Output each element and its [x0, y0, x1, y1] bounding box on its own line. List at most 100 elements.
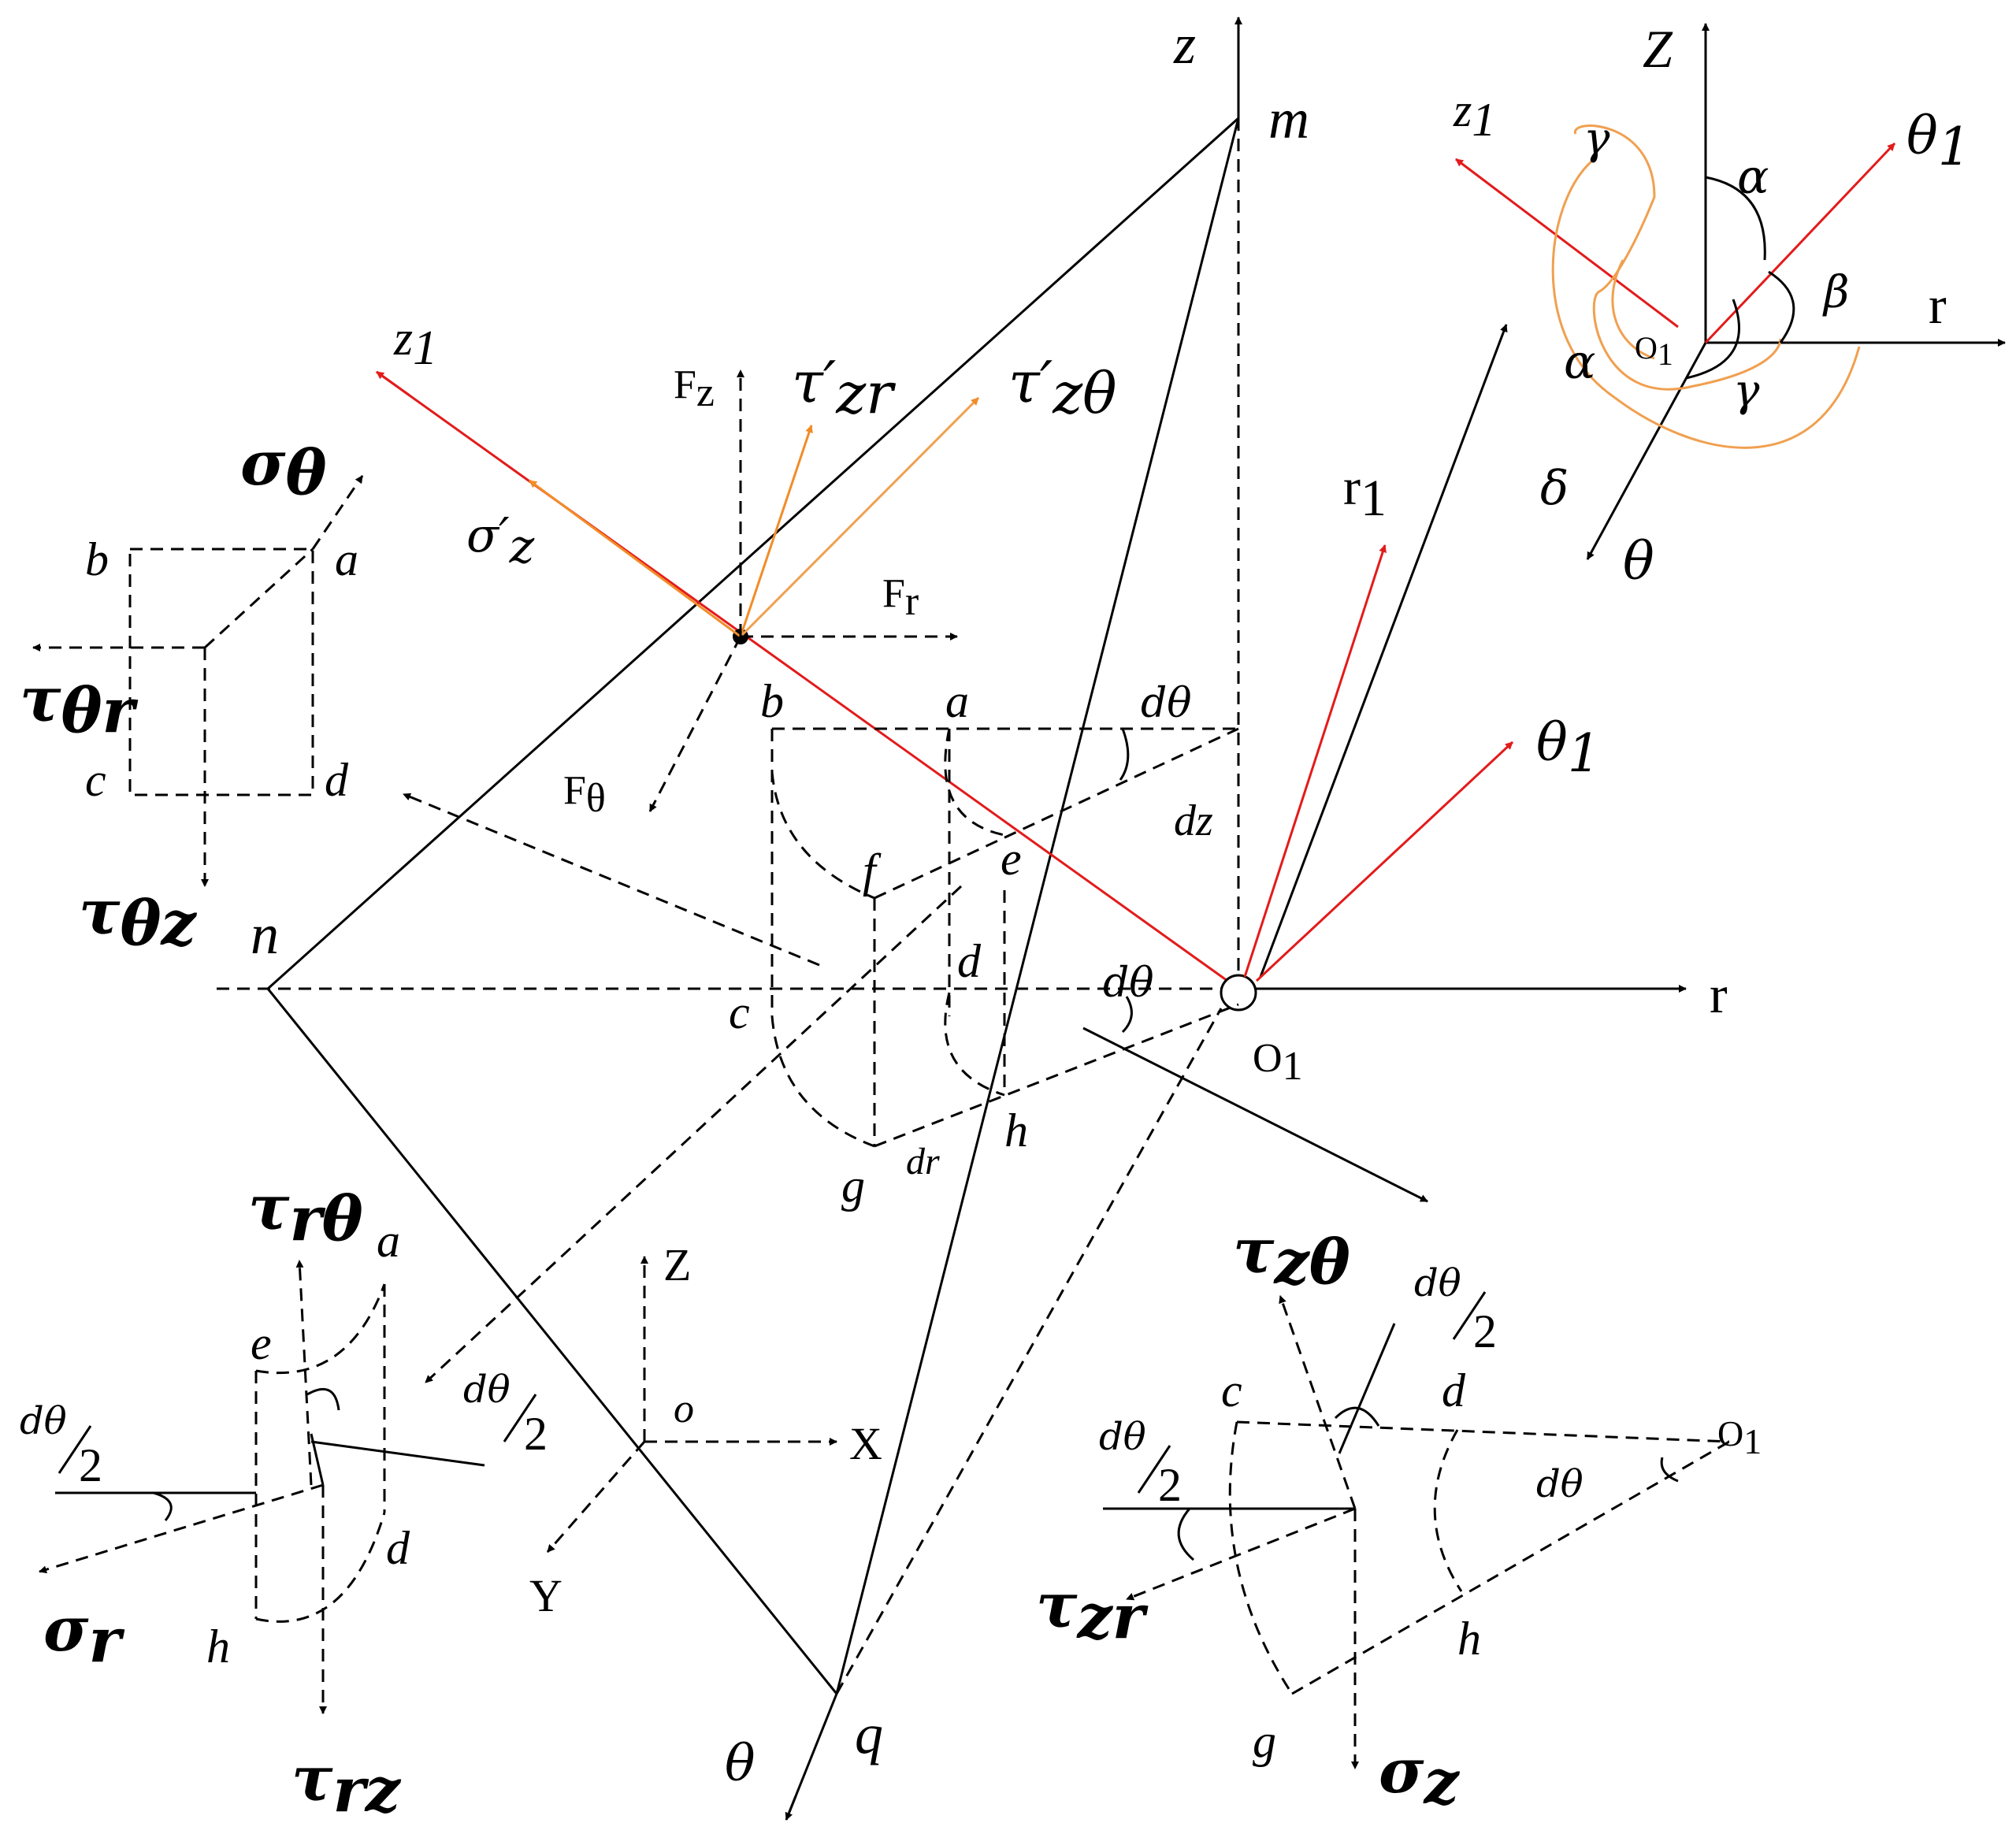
bl-dtheta-half-left: dθ 2: [20, 1399, 102, 1491]
r1-axis-red: [1243, 544, 1387, 978]
ftheta-arrow: [648, 636, 742, 812]
inset-angle-diagram: Z z1 θ1 r θ O1 α α β γ γ δ: [1453, 19, 2006, 592]
global-label-o: o: [674, 1387, 694, 1431]
bl-label-sigma-r: σr: [43, 1594, 125, 1676]
br-label-tau-z-theta: τzθ: [1233, 1216, 1350, 1298]
bottom-left-element: τrθ σr τrz a e d h dθ 2 dθ 2: [20, 1172, 548, 1826]
br-label-o1: O1: [1717, 1413, 1762, 1461]
label-dtheta-bottom: dθ: [1103, 960, 1154, 1007]
z1-axis-red: [376, 370, 1239, 990]
label-pt-b: b: [760, 675, 784, 727]
label-dr: dr: [906, 1141, 940, 1182]
bl-label-e: e: [251, 1317, 272, 1369]
label-tau-ztheta-prime: τ′zθ: [1008, 349, 1116, 426]
label-tau-zr-prime: τ′zr: [792, 349, 896, 426]
proj-arrow-upper-left: [403, 793, 820, 967]
inset-label-r: r: [1929, 275, 1947, 335]
left-label-a: a: [335, 533, 358, 585]
label-dtheta-top: dθ: [1141, 680, 1192, 727]
label-main-z: z: [1173, 13, 1196, 76]
global-axes: Z X Y o: [529, 1239, 882, 1621]
svg-text:dθ: dθ: [463, 1368, 510, 1412]
inset-label-alpha-top: α: [1737, 150, 1769, 205]
label-pt-g: g: [841, 1160, 865, 1212]
label-sigma-z-prime: σ′z: [466, 508, 535, 574]
label-pt-h: h: [1004, 1104, 1028, 1156]
proj-arrow-lower-right: [1082, 1027, 1428, 1203]
bl-label-h: h: [206, 1621, 230, 1673]
global-label-z: Z: [663, 1239, 691, 1290]
br-label-sigma-z: σz: [1379, 1736, 1461, 1818]
global-label-x: X: [849, 1418, 882, 1469]
inset-label-o1: O1: [1635, 330, 1673, 372]
inset-label-gamma-top: γ: [1583, 113, 1610, 165]
inset-label-theta1: θ1: [1906, 106, 1971, 177]
left-label-c: c: [85, 754, 106, 806]
br-label-dtheta: dθ: [1536, 1462, 1583, 1506]
z1-arrowhead: [376, 370, 410, 397]
sigma-z-prime-arrow: [529, 479, 741, 638]
label-fr: Fr: [882, 571, 919, 624]
theta1-axis-red: [1255, 741, 1514, 982]
inset-label-z1: z1: [1453, 84, 1495, 146]
label-pt-e: e: [1001, 833, 1022, 885]
left-label-sigma-theta: σθ: [240, 428, 327, 509]
svg-text:dθ: dθ: [1099, 1415, 1146, 1459]
bottom-right-element: τzθ τzr σz c d g h O1 dθ dθ 2 dθ 2: [1036, 1216, 1762, 1818]
label-dz: dz: [1174, 796, 1213, 845]
volume-element: [770, 727, 1239, 1148]
bl-label-a: a: [377, 1215, 400, 1267]
global-label-y: Y: [529, 1570, 562, 1621]
br-label-d: d: [1442, 1364, 1466, 1416]
left-label-tau-theta-r: τθr: [20, 664, 139, 747]
bl-label-tau-rz: τrz: [291, 1743, 402, 1826]
br-dtheta-half-left: dθ 2: [1099, 1415, 1182, 1511]
label-pt-a: a: [945, 675, 969, 727]
svg-text:2: 2: [79, 1439, 102, 1491]
inset-label-z: Z: [1643, 19, 1673, 79]
svg-text:2: 2: [1473, 1305, 1497, 1357]
theta-axis: [788, 1693, 838, 1813]
left-label-b: b: [85, 533, 109, 585]
label-theta1: θ1: [1536, 712, 1601, 784]
label-r1: r1: [1343, 458, 1387, 527]
label-o1-main: O1: [1253, 1036, 1303, 1089]
label-fz: Fz: [674, 362, 715, 415]
svg-text:dθ: dθ: [1414, 1261, 1461, 1305]
svg-text:dθ: dθ: [20, 1399, 67, 1443]
inset-label-delta: δ: [1540, 461, 1569, 516]
proj-arrow-lower-left: [424, 885, 963, 1384]
label-n: n: [251, 903, 279, 966]
inset-label-beta: β: [1822, 267, 1849, 318]
svg-text:2: 2: [1158, 1459, 1182, 1511]
label-pt-f: f: [863, 845, 882, 897]
svg-text:2: 2: [524, 1408, 548, 1460]
label-r-axis: r: [1710, 964, 1728, 1024]
left-element: σθ τθr τθz b a c d: [20, 428, 364, 960]
br-label-c: c: [1221, 1364, 1242, 1416]
edge-m-n: [266, 117, 1240, 990]
inset-label-gamma-bottom: γ: [1733, 366, 1760, 417]
ray-black: [1259, 324, 1508, 978]
br-label-g: g: [1253, 1715, 1276, 1767]
label-m: m: [1268, 87, 1309, 150]
origin-o1-circle: [1220, 974, 1257, 1012]
label-theta-axis: θ: [725, 1735, 756, 1793]
label-pt-c: c: [729, 986, 750, 1038]
br-dtheta-half-top: dθ 2: [1414, 1261, 1497, 1357]
left-label-tau-theta-z: τθz: [79, 877, 198, 960]
br-label-tau-zr: τzr: [1036, 1570, 1149, 1653]
edge-n-q: [266, 988, 838, 1695]
label-ftheta: Fθ: [563, 768, 606, 821]
br-label-h: h: [1457, 1613, 1481, 1665]
bl-dtheta-half-right: dθ 2: [463, 1368, 548, 1460]
main-wedge: z m n q θ r O1 z1 Fz Fr Fθ τ′zr τ′zθ σ′z…: [217, 13, 1728, 1821]
label-q: q: [855, 1702, 883, 1765]
tau-zr-prime-arrow: [739, 425, 813, 637]
edge-q-o1-dashed: [835, 1008, 1223, 1695]
inset-label-theta: θ: [1623, 531, 1654, 592]
edge-m-q: [835, 117, 1240, 1695]
bl-label-d: d: [386, 1522, 410, 1574]
tau-ztheta-prime-arrow: [739, 396, 980, 638]
